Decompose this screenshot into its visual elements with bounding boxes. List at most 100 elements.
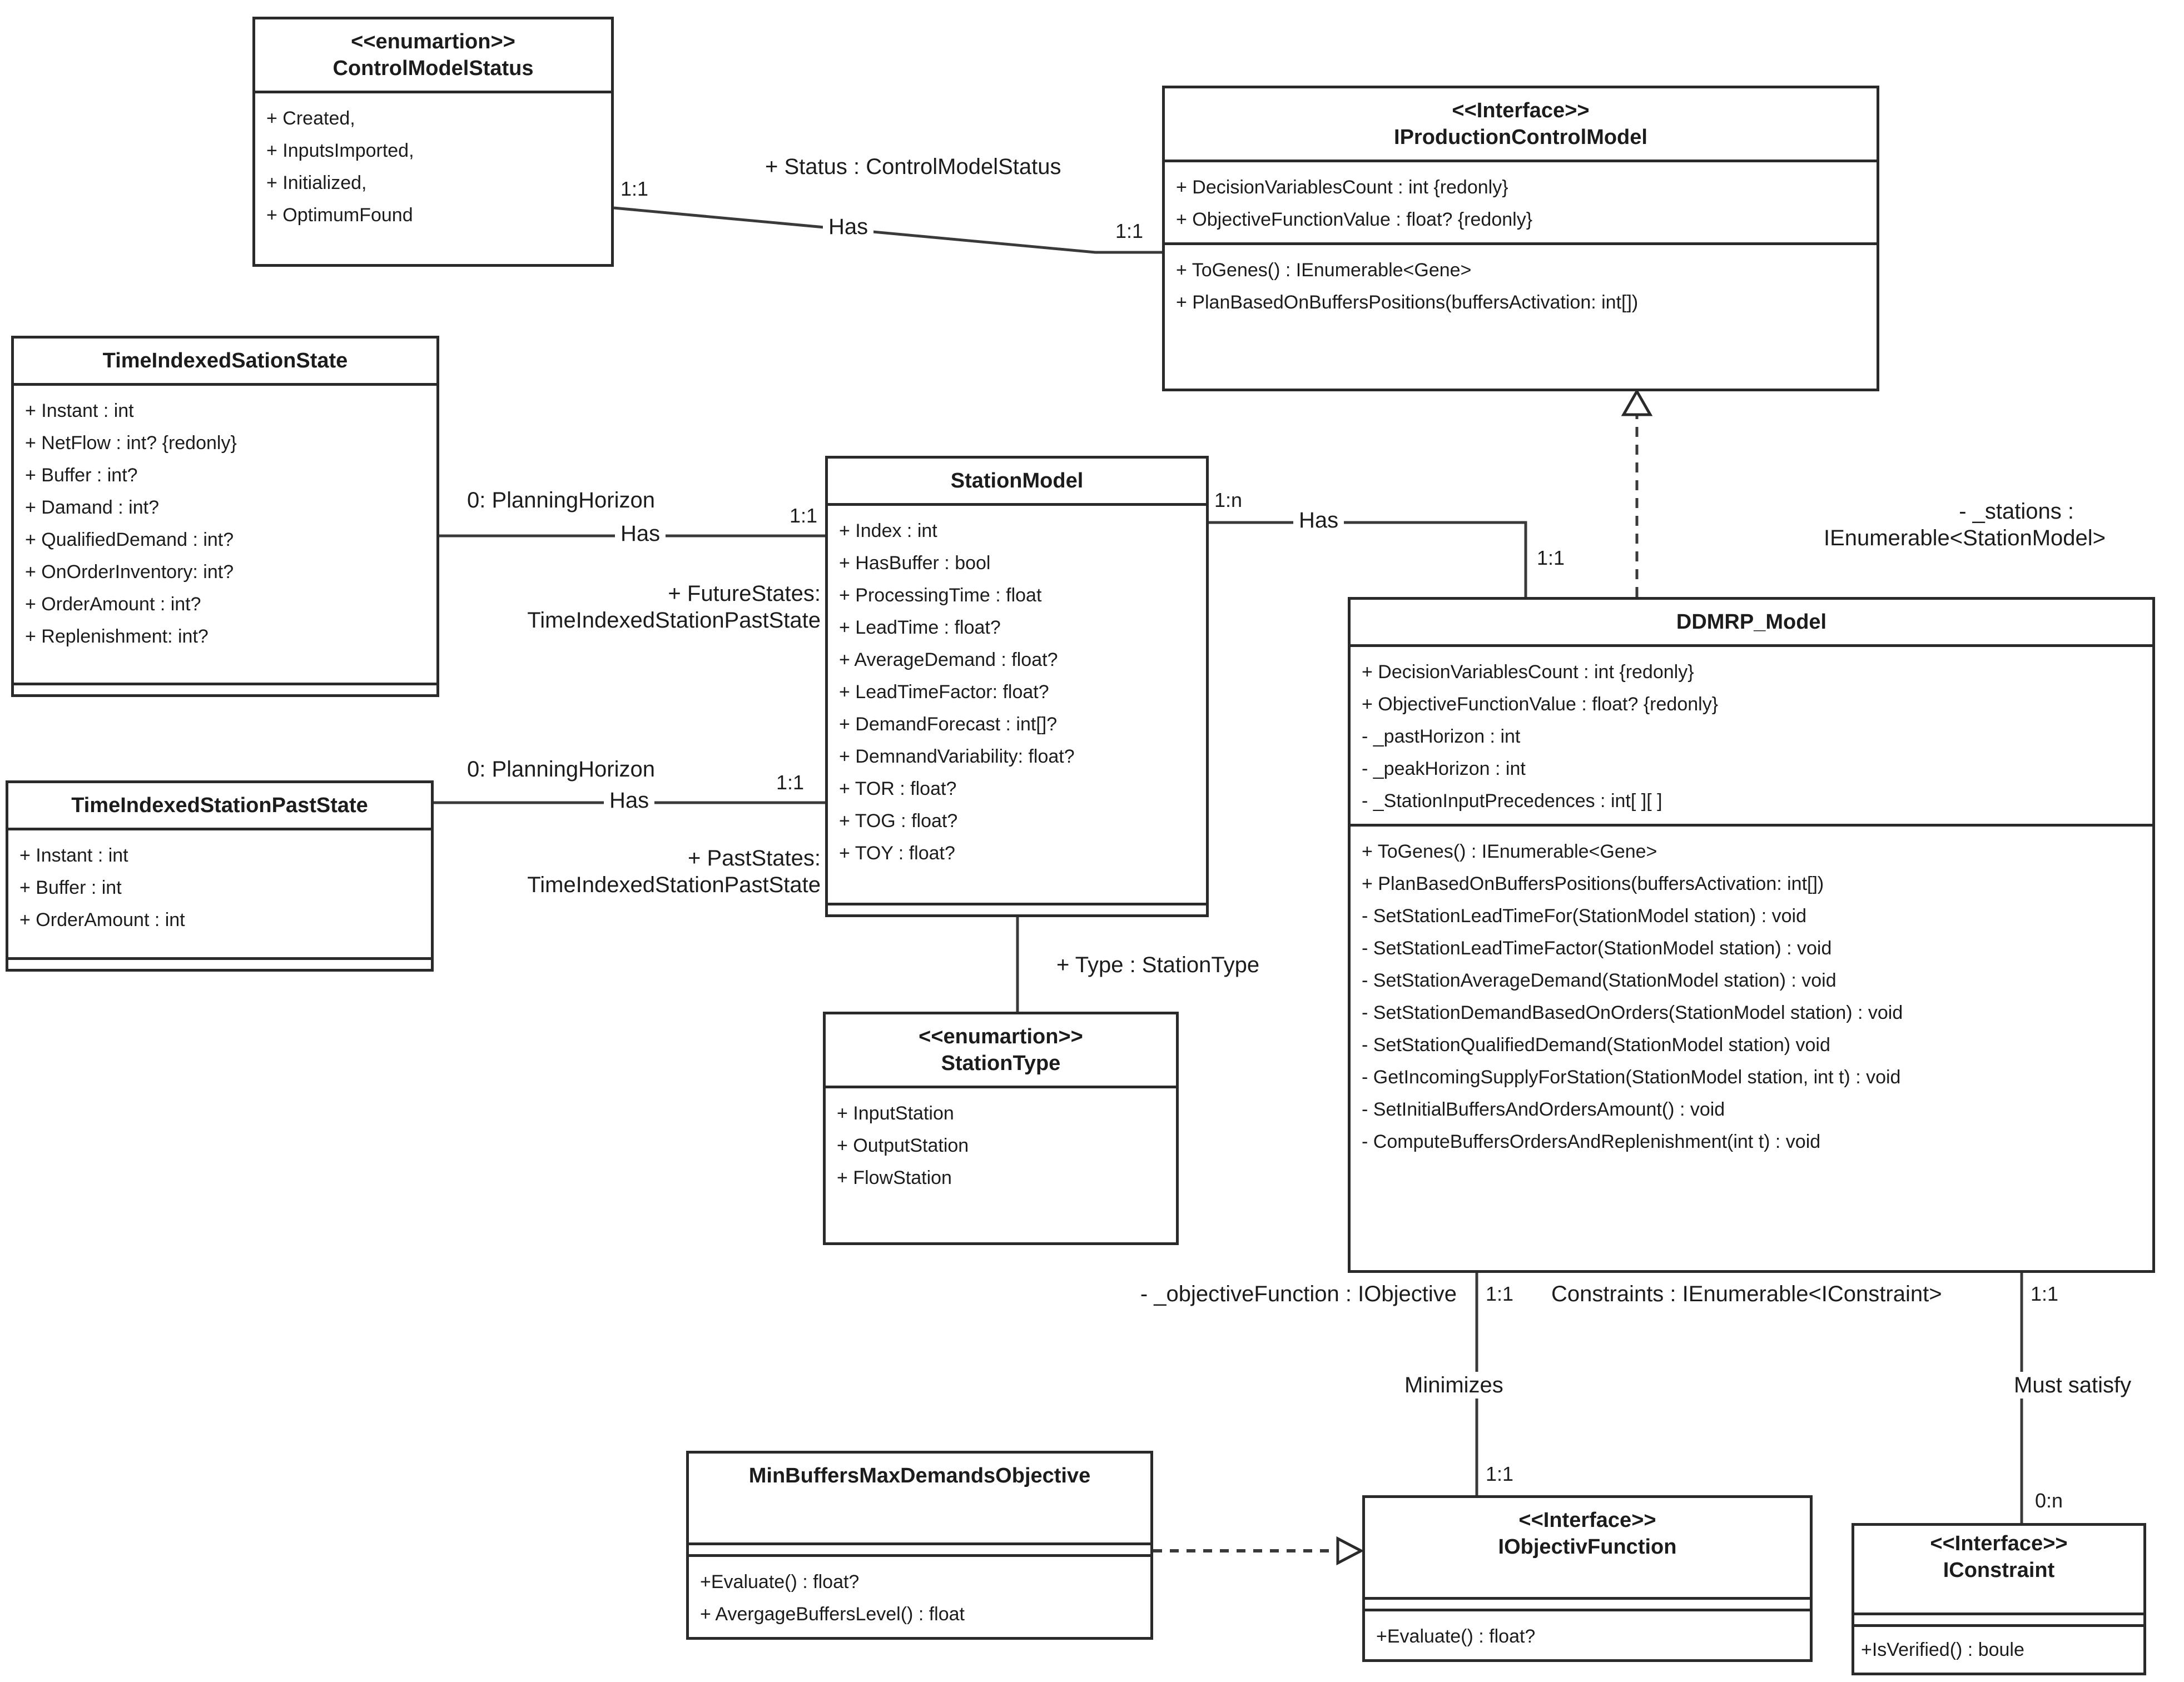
class-title: StationModel [828,459,1206,503]
member-text: + ProcessingTime : float [839,585,1042,606]
member-text: + Buffer : int [19,877,122,898]
member-text: + TOR : float? [839,778,957,799]
member-text: + OutputStation [837,1135,969,1156]
multiplicity-label: 1:1 [1486,1462,1514,1485]
class-name: IProductionControlModel [1394,126,1647,149]
class-time-indexed-station-past-state: TimeIndexedStationPastState + Instant : … [6,780,434,972]
member-text: + OrderAmount : int? [25,594,201,615]
member-text: +Evaluate() : float? [1376,1626,1536,1647]
association-role-label: + PastStates: TimeIndexedStationPastStat… [500,845,821,898]
methods-compartment: +Evaluate() : float? + AvergageBuffersLev… [689,1554,1150,1637]
member-text: + ToGenes() : IEnumerable<Gene> [1176,260,1472,281]
member-text: - SetInitialBuffersAndOrdersAmount() : v… [1362,1099,1725,1120]
member-text: + ObjectiveFunctionValue : float? {redon… [1176,209,1533,230]
member-text: - _StationInputPrecedences : int[ ][ ] [1362,790,1662,812]
methods-compartment [14,683,436,694]
member-text: - SetStationQualifiedDemand(StationModel… [1362,1034,1830,1056]
methods-compartment: +Evaluate() : float? [1365,1609,1810,1659]
member-text: + DecisionVariablesCount : int {redonly} [1362,661,1694,683]
class-time-indexed-sation-state: TimeIndexedSationState + Instant : int+ … [11,336,439,697]
realization-triangle-icon [1336,1536,1364,1566]
stereotype-label: <<Interface>> [1518,1509,1656,1532]
class-name: TimeIndexedStationPastState [71,794,368,817]
member-text: + DecisionVariablesCount : int {redonly} [1176,177,1508,198]
member-text: - SetStationDemandBasedOnOrders(StationM… [1362,1002,1903,1023]
member-text: + ObjectiveFunctionValue : float? {redon… [1362,694,1719,715]
attributes-compartment [689,1542,1150,1554]
attributes-compartment: + DecisionVariablesCount : int {redonly}… [1165,160,1877,242]
member-text: + AvergageBuffersLevel() : float [700,1604,965,1625]
stereotype-label: <<Interface>> [1930,1532,2068,1555]
member-text: + PlanBasedOnBuffersPositions(buffersAct… [1362,873,1824,894]
class-title: <<enumartion>> ControlModelStatus [255,19,611,91]
member-text: + OnOrderInventory: int? [25,561,234,583]
class-title: MinBuffersMaxDemandsObjective [689,1454,1150,1542]
member-text: + DemnandVariability: float? [839,746,1075,767]
edge-stations-has [1209,521,1527,597]
member-text: + NetFlow : int? {redonly} [25,432,237,454]
member-text: +Evaluate() : float? [700,1571,860,1593]
member-text: + DemandForecast : int[]? [839,714,1058,735]
role-line: IEnumerable<StationModel> [1824,526,2106,550]
member-text: + Initialized, [266,172,367,193]
association-role-label: - _stations : IEnumerable<StationModel> [1824,498,2106,551]
class-title: <<Interface>> IConstraint [1854,1526,2143,1613]
multiplicity-label: 0:n [2035,1489,2063,1512]
member-text: - _peakHorizon : int [1362,758,1526,779]
attributes-compartment: + DecisionVariablesCount : int {redonly}… [1351,644,2152,824]
class-title: TimeIndexedStationPastState [8,783,431,828]
association-name-label: Has [604,787,655,814]
member-text: + Created, [266,108,355,129]
member-text: + Buffer : int? [25,465,138,486]
multiplicity-label: 1:n [1214,489,1243,511]
class-title: <<enumartion>> StationType [826,1014,1176,1086]
class-name: ControlModelStatus [332,57,534,80]
class-control-model-status: <<enumartion>> ControlModelStatus + Crea… [252,17,614,267]
member-text: + PlanBasedOnBuffersPositions(buffersAct… [1176,292,1639,313]
class-ddmrp-model: DDMRP_Model + DecisionVariablesCount : i… [1348,597,2155,1273]
member-text: + TOG : float? [839,810,958,832]
multiplicity-label: 1:1 [2031,1282,2059,1305]
role-line: - _stations : [1959,499,2074,524]
member-text: - SetStationLeadTimeFactor(StationModel … [1362,938,1832,959]
methods-compartment: + ToGenes() : IEnumerable<Gene>+ PlanBas… [1351,824,2152,1270]
member-text: + InputStation [837,1103,954,1124]
stereotype-label: <<enumartion>> [919,1025,1083,1048]
member-text: + OptimumFound [266,205,413,226]
edge-status-has [613,206,1162,254]
member-text: + Index : int [839,520,937,541]
attributes-compartment: + Instant : int + NetFlow : int? {redonly… [14,383,436,683]
class-name: MinBuffersMaxDemandsObjective [748,1464,1091,1487]
class-title: <<Interface>> IProductionControlModel [1165,88,1877,160]
stereotype-label: <<enumartion>> [351,30,515,53]
class-i-production-control-model: <<Interface>> IProductionControlModel + … [1162,86,1879,391]
class-i-objectiv-function: <<Interface>> IObjectivFunction +Evaluat… [1362,1495,1813,1662]
member-text: + InputsImported, [266,140,414,161]
member-text: + Instant : int [25,400,134,421]
class-title: TimeIndexedSationState [14,339,436,383]
multiplicity-label: 1:1 [1486,1282,1514,1305]
methods-compartment [8,957,431,969]
class-station-type: <<enumartion>> StationType + InputStatio… [823,1012,1179,1245]
association-role-label: + Type : StationType [1056,953,1260,977]
attributes-compartment [1365,1597,1810,1609]
multiplicity-label: 1:1 [1537,546,1565,569]
multiplicity-label: 1:1 [1115,220,1144,242]
association-role-label: - _objectiveFunction : IObjective [1140,1282,1457,1306]
member-text: - GetIncomingSupplyForStation(StationMod… [1362,1067,1901,1088]
attributes-compartment: + Index : int + HasBuffer : bool + Process… [828,503,1206,903]
methods-compartment [828,903,1206,914]
attributes-compartment: + Created, + InputsImported, + Initialized… [255,91,611,264]
member-text: + HasBuffer : bool [839,553,991,574]
class-title: <<Interface>> IObjectivFunction [1365,1498,1810,1597]
member-text: + LeadTime : float? [839,617,1001,638]
member-text: + TOY : float? [839,843,955,864]
member-text: + Instant : int [19,845,128,866]
association-name-label: Must satisfy [2008,1372,2137,1399]
association-name-label: Has [823,213,874,240]
qualifier-label: 0: PlanningHorizon [467,488,655,512]
multiplicity-label: 1:1 [790,504,818,527]
association-role-label: + Status : ControlModelStatus [765,155,1061,179]
member-text: + Damand : int? [25,497,159,518]
